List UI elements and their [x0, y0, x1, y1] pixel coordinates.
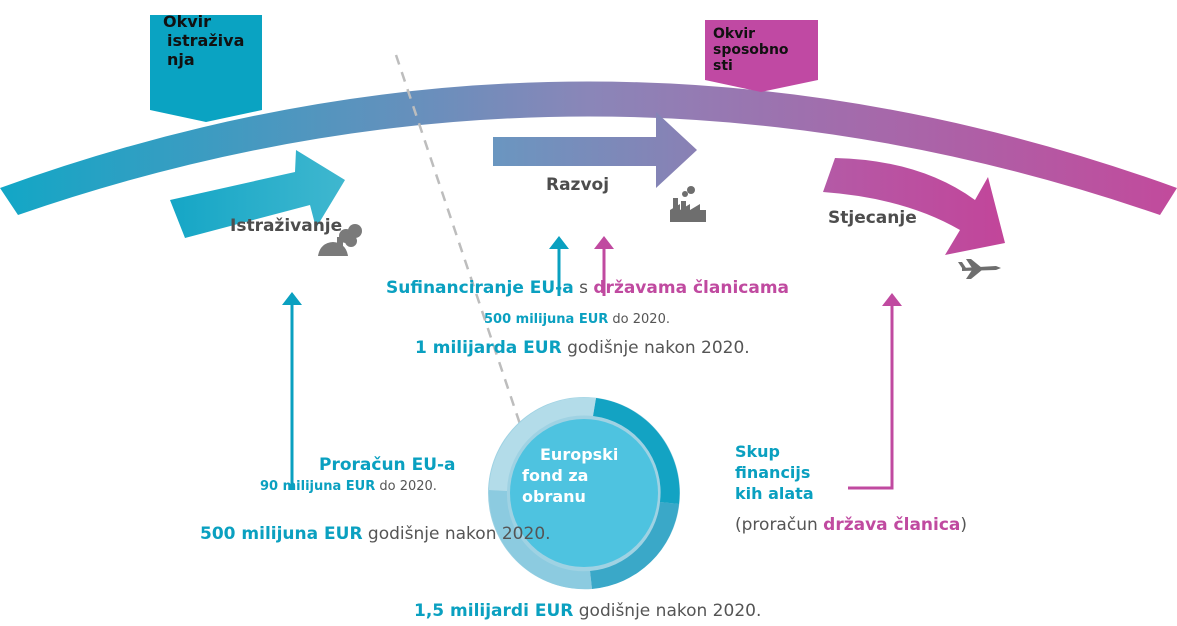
- process-arc: [0, 81, 1177, 215]
- toolbox-sub-open: (proračun: [735, 515, 824, 535]
- capability-frame-label: Okvir sposobno sti: [713, 26, 789, 74]
- research-arrow: [170, 150, 345, 238]
- cofinancing-eu-text: Sufinanciranje EU-a: [386, 278, 574, 298]
- toolbox-title-line-1: Skup: [735, 442, 781, 461]
- research-frame-line-2: istraživa: [167, 31, 245, 50]
- fund-total-line: 1,5 milijardi EUR godišnje nakon 2020.: [414, 601, 761, 621]
- cofinancing-ms-text: državama članicama: [593, 278, 790, 298]
- toolbox-title-line-3: kih alata: [735, 484, 814, 503]
- fund-name-line-2: fond za: [522, 466, 589, 485]
- toolbox-up-arrow: [848, 293, 902, 490]
- fund-ring: [488, 397, 680, 590]
- research-frame-label: Okvir istraživa nja: [163, 12, 244, 69]
- fighter-jet-icon: [958, 259, 1001, 279]
- acquisition-arrow: [823, 158, 1005, 255]
- toolbox-sub-highlight: država članica: [823, 515, 961, 535]
- research-frame-line-3: nja: [167, 50, 195, 69]
- cofinancing-with-text: s: [573, 278, 594, 298]
- toolbox-title: Skup financijs kih alata: [735, 441, 814, 504]
- fund-total-amount: 1,5 milijardi EUR: [414, 601, 574, 621]
- toolbox-sub-close: ): [960, 515, 968, 535]
- dashed-divider: [394, 54, 524, 431]
- capability-frame-line-2: sposobno: [713, 42, 789, 58]
- eu-budget-period-1: do 2020.: [375, 479, 437, 494]
- capability-frame-banner: [705, 20, 818, 92]
- fund-name-line-1: Europski: [540, 445, 619, 464]
- fund-total-period: godišnje nakon 2020.: [573, 601, 762, 621]
- cofinancing-amount-1: 500 milijuna EUR: [484, 312, 609, 327]
- cofinancing-title: Sufinanciranje EU-a s državama članicama: [386, 278, 789, 298]
- factory-icon: [670, 186, 706, 222]
- fund-name-line-3: obranu: [522, 487, 586, 506]
- development-arrow: [493, 112, 697, 188]
- fund-name: Europski fond za obranu: [522, 444, 618, 507]
- cofinancing-period-1: do 2020.: [608, 312, 670, 327]
- stage-research-label: Istraživanje: [230, 216, 343, 236]
- eu-budget-line-1: 90 milijuna EUR do 2020.: [260, 479, 437, 494]
- capability-frame-line-3: sti: [713, 58, 733, 74]
- research-frame-line-1: Okvir: [163, 12, 212, 31]
- cofinancing-line-1: 500 milijuna EUR do 2020.: [484, 312, 670, 327]
- eu-budget-period-2: godišnje nakon 2020.: [362, 524, 551, 544]
- capability-frame-line-1: Okvir: [713, 26, 756, 42]
- research-frame-banner: [150, 15, 262, 122]
- eu-budget-amount-2: 500 milijuna EUR: [200, 524, 363, 544]
- eu-budget-title: Proračun EU-a: [319, 455, 456, 475]
- explosion-icon: [318, 224, 362, 256]
- cofinancing-amount-2: 1 milijarda EUR: [415, 338, 562, 358]
- toolbox-title-line-2: financijs: [735, 463, 811, 482]
- stage-development-label: Razvoj: [546, 175, 610, 195]
- cofinancing-line-2: 1 milijarda EUR godišnje nakon 2020.: [415, 338, 750, 358]
- eu-budget-amount-1: 90 milijuna EUR: [260, 479, 376, 494]
- cofinancing-period-2: godišnje nakon 2020.: [561, 338, 750, 358]
- eu-budget-up-arrow: [282, 292, 302, 490]
- toolbox-subtitle: (proračun država članica): [735, 515, 967, 535]
- cofinance-eu-up-arrow: [549, 236, 569, 296]
- eu-budget-line-2: 500 milijuna EUR godišnje nakon 2020.: [200, 524, 551, 544]
- cofinance-ms-up-arrow: [594, 236, 614, 296]
- stage-acquisition-label: Stjecanje: [828, 208, 917, 228]
